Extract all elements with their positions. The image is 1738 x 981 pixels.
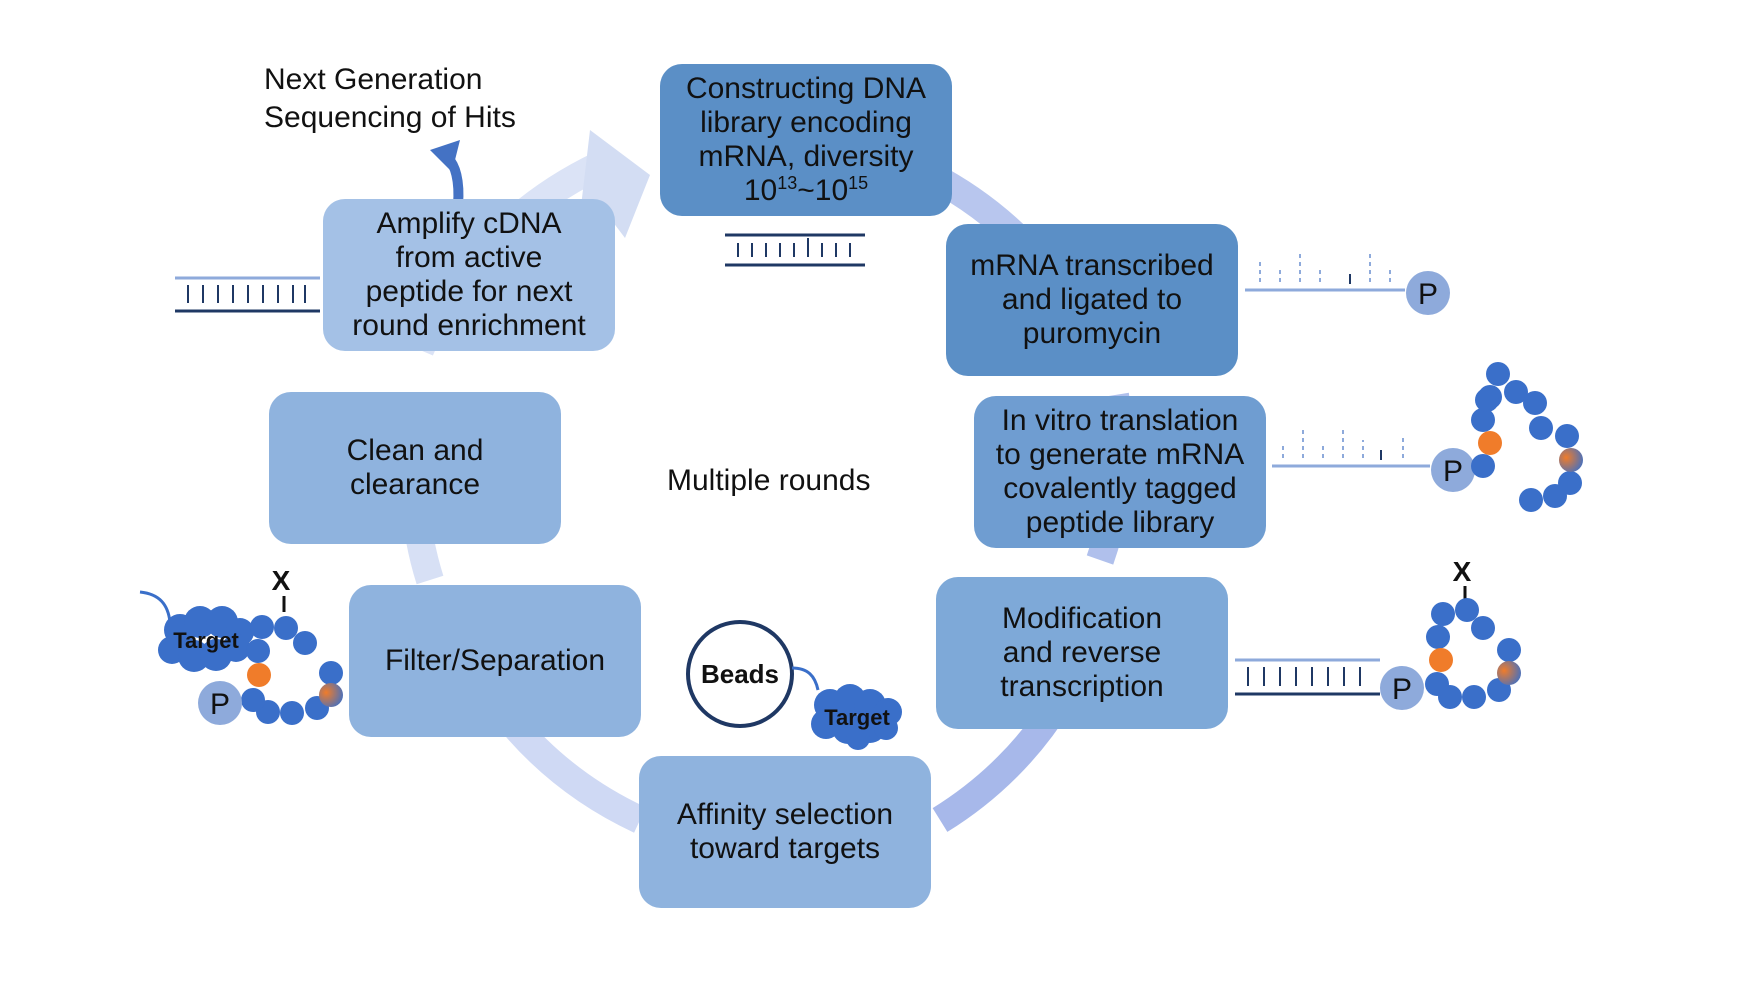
puromycin-label: P	[1392, 673, 1412, 706]
diversity-separator: ~	[797, 174, 815, 207]
ngs-label: Next Generation Sequencing of Hits	[264, 61, 516, 137]
cycle-arrowhead	[580, 130, 650, 238]
modification-mark: X	[1453, 556, 1472, 587]
node-text-line: Filter/Separation	[384, 644, 606, 677]
center-label: Multiple rounds	[667, 464, 871, 497]
target-label: Target	[824, 705, 890, 730]
mrna-puromycin-icon: P	[1245, 250, 1450, 315]
beads-label: Beads	[701, 659, 779, 689]
node-mrna-transcribed: mRNA transcribed and ligated to puromyci…	[946, 224, 1238, 376]
node-text-line: toward targets	[689, 832, 881, 865]
beads-circle	[686, 620, 794, 728]
node-text-line: Amplify cDNA	[376, 207, 562, 240]
node-text-line: peptide for next	[365, 275, 573, 308]
puromycin-circle	[1406, 271, 1450, 315]
modified-peptide-icon: P X	[1235, 556, 1521, 710]
node-text-line: clearance	[349, 468, 481, 501]
node-text-line: peptide library	[1025, 506, 1215, 539]
diversity-range: 1013~1015	[686, 174, 926, 208]
beads-target-icon: Beads Target	[686, 620, 902, 750]
node-text-line: In vitro translation	[1001, 404, 1239, 437]
dna-double-strand-top	[725, 233, 865, 267]
node-clean-clearance: Clean and clearance	[269, 392, 561, 544]
bound-complex-icon: Target X P	[139, 565, 343, 725]
node-text-line: and reverse	[1002, 636, 1162, 669]
node-text-line: puromycin	[1022, 317, 1162, 350]
node-text-line: mRNA transcribed	[970, 249, 1214, 282]
target-cluster	[158, 606, 254, 672]
target-label: Target	[173, 628, 239, 653]
node-text-line: covalently tagged	[1003, 472, 1237, 505]
node-text-line: mRNA, diversity	[698, 140, 914, 173]
node-text-line: and ligated to	[1001, 283, 1183, 316]
ngs-label-line: Next Generation	[264, 63, 483, 96]
translated-peptide-icon: P	[1272, 362, 1583, 512]
node-text-line: from active	[395, 241, 543, 274]
target-cluster	[811, 684, 902, 750]
node-text-line: Clean and	[346, 434, 484, 467]
node-amplify-cdna: Amplify cDNA from active peptide for nex…	[323, 199, 615, 351]
node-text-line: Modification	[1001, 602, 1163, 635]
node-text-line: transcription	[1000, 670, 1164, 703]
node-in-vitro-translation: In vitro translation to generate mRNA co…	[974, 396, 1266, 548]
puromycin-label: P	[1443, 455, 1463, 488]
diversity-base: 10	[743, 174, 778, 207]
node-text-line: library encoding	[700, 106, 912, 139]
puromycin-label: P	[210, 688, 230, 721]
node-text-line: round enrichment	[352, 309, 586, 342]
node-filter-separation: Filter/Separation	[349, 585, 641, 737]
diversity-exponent: 15	[848, 173, 869, 193]
puromycin-label: P	[1418, 278, 1438, 311]
ngs-label-line: Sequencing of Hits	[264, 101, 516, 134]
modification-mark: X	[272, 565, 291, 596]
ngs-arrow	[430, 140, 464, 206]
node-constructing-dna: Constructing DNA library encoding mRNA, …	[660, 64, 952, 216]
node-affinity-selection: Affinity selection toward targets	[639, 756, 931, 908]
node-text-line: Constructing DNA	[685, 72, 927, 105]
node-text-line: to generate mRNA	[995, 438, 1245, 471]
node-text-line: Affinity selection	[676, 798, 894, 831]
node-modification: Modification and reverse transcription	[936, 577, 1228, 729]
diversity-base: 10	[814, 174, 849, 207]
diversity-exponent: 13	[777, 173, 798, 193]
dna-double-strand-left	[175, 276, 320, 313]
